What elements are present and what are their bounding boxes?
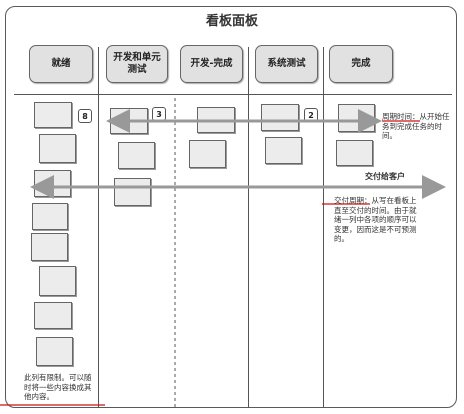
lead-time-text: ：从写在看板上直至交付的时间。由于就绪一列中各项的顺序可以变更，因而这是不可预测… <box>334 196 417 243</box>
header-divider <box>14 94 452 95</box>
task-card[interactable] <box>34 102 72 128</box>
delivery-label: 交付给客户 <box>365 172 405 181</box>
column-divider <box>98 47 99 408</box>
lead-time-note: 交付周期：从写在看板上直至交付的时间。由于就绪一列中各项的顺序可以变更，因而这是… <box>334 196 422 244</box>
column-divider <box>248 47 249 408</box>
wip-limit-badge: 8 <box>78 109 92 123</box>
cycle-time-term: 周期时间 <box>382 112 412 121</box>
lead-time-term: 交付周期 <box>334 196 364 205</box>
task-card[interactable] <box>32 203 68 230</box>
task-card[interactable] <box>189 140 226 168</box>
cycle-time-text: ：从开始任务到完成任务的时间。 <box>382 112 450 140</box>
task-card[interactable] <box>31 233 68 261</box>
column-header-ready: 就绪 <box>29 45 93 83</box>
column-header-system-test: 系统测试 <box>255 45 318 83</box>
cycle-time-note: 周期时间：从开始任务到完成任务的时间。 <box>382 112 454 141</box>
board-title: 看板面板 <box>205 14 258 29</box>
task-card[interactable] <box>336 140 373 166</box>
limit-note: 此列有限制。可以随时将一些内容换成其他内容。 <box>24 373 92 401</box>
task-card[interactable] <box>39 134 76 163</box>
task-card[interactable] <box>34 302 72 329</box>
column-header-dev-done: 开发-完成 <box>180 45 243 83</box>
task-card[interactable] <box>118 142 155 169</box>
task-card[interactable] <box>39 266 76 296</box>
column-header-dev-unit-test: 开发和单元 测试 <box>106 45 168 83</box>
task-card[interactable] <box>265 137 302 164</box>
column-header-done: 完成 <box>329 45 393 83</box>
task-card[interactable] <box>36 337 73 366</box>
column-divider <box>323 47 324 408</box>
